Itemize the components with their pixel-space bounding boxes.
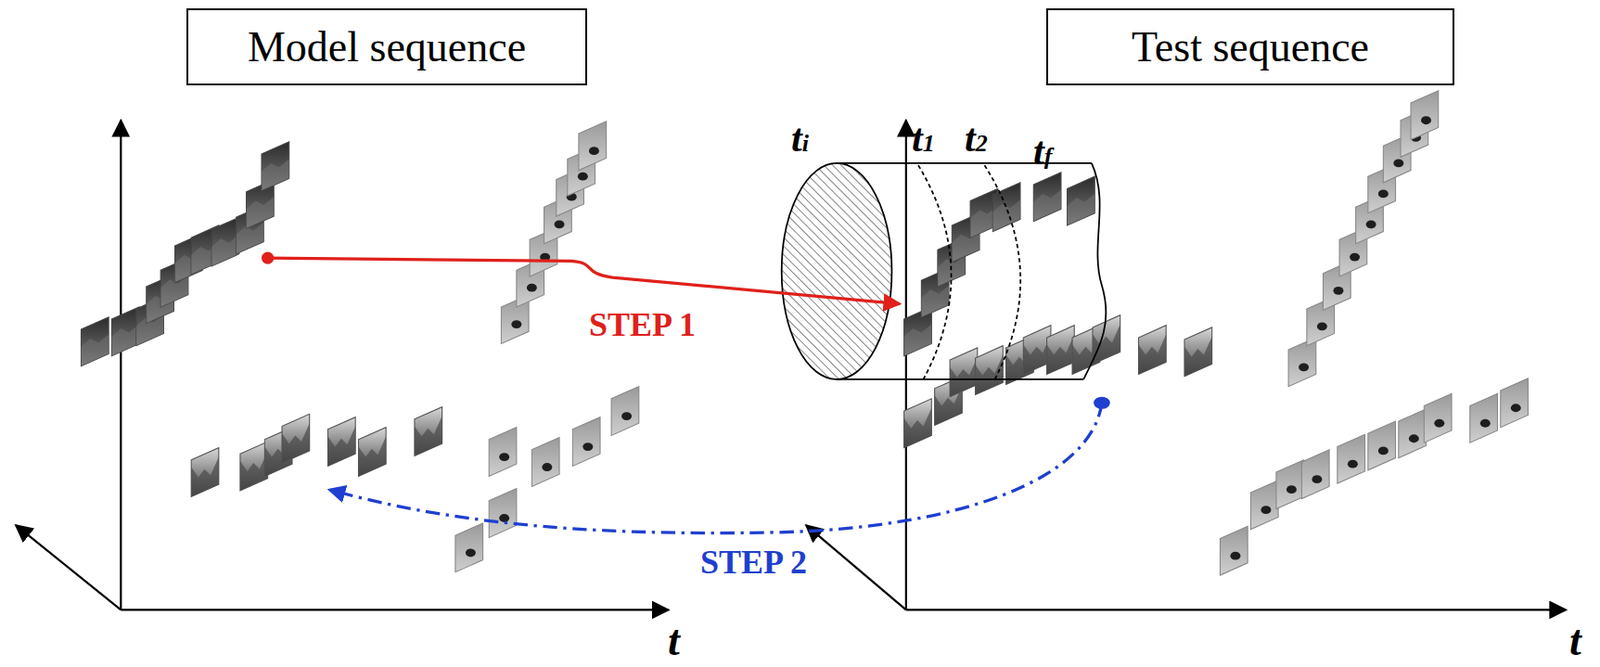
- box-title: Model sequence: [247, 22, 526, 72]
- time-label: tf: [1033, 131, 1052, 171]
- title-box: Test sequence: [1046, 8, 1455, 86]
- title-box: Model sequence: [186, 8, 588, 86]
- axis-label: t: [667, 619, 680, 663]
- time-label: t2: [964, 118, 988, 158]
- step-label: STEP 2: [697, 545, 810, 579]
- step-label: STEP 1: [586, 307, 699, 342]
- time-label: t1: [911, 118, 935, 158]
- axis-label: t: [1569, 619, 1582, 663]
- time-label: ti: [791, 118, 809, 158]
- box-title: Test sequence: [1131, 22, 1370, 72]
